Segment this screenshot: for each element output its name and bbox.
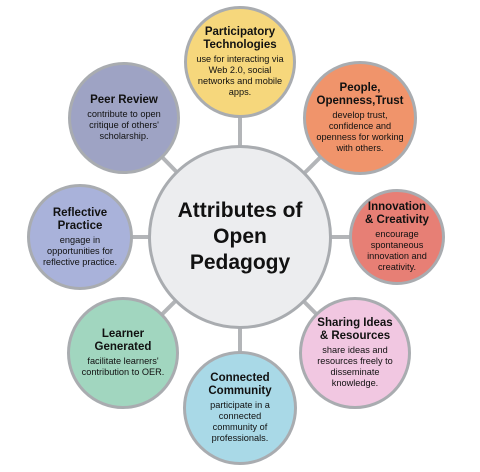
node-description: develop trust, confidence and openness f… <box>316 110 404 153</box>
node-title: Reflective Practice <box>52 206 108 232</box>
node-innovation-creativity: Innovation & Creativity encourage sponta… <box>349 189 445 285</box>
node-description: encourage spontaneous innovation and cre… <box>367 229 427 272</box>
center-circle: Attributes of Open Pedagogy <box>148 145 332 329</box>
node-description: use for interacting via Web 2.0, social … <box>196 54 284 97</box>
node-title: Innovation & Creativity <box>365 201 429 226</box>
node-sharing-ideas-resources: Sharing Ideas & Resources share ideas an… <box>299 297 411 409</box>
node-reflective-practice: Reflective Practice engage in opportunit… <box>27 184 133 290</box>
node-description: share ideas and resources freely to diss… <box>317 345 393 388</box>
node-description: contribute to open critique of others' s… <box>87 109 161 141</box>
node-title: Peer Review <box>90 94 158 106</box>
node-title: People, Openness,Trust <box>316 82 404 107</box>
node-title: Learner Generated <box>94 328 152 353</box>
center-title: Attributes of Open Pedagogy <box>177 199 303 274</box>
node-people-openness-trust: People, Openness,Trust develop trust, co… <box>303 61 417 175</box>
node-learner-generated: Learner Generated facilitate learners' c… <box>67 297 179 409</box>
node-title: Connected Community <box>208 372 272 397</box>
node-description: facilitate learners' contribution to OER… <box>81 356 165 377</box>
node-description: engage in opportunities for reflective p… <box>42 234 118 267</box>
node-connected-community: Connected Community participate in a con… <box>183 351 297 465</box>
node-peer-review: Peer Review contribute to open critique … <box>68 62 180 174</box>
node-participatory-technologies: Participatory Technologies use for inter… <box>184 6 296 118</box>
node-title: Sharing Ideas & Resources <box>317 317 393 342</box>
node-description: participate in a connected community of … <box>210 400 270 443</box>
node-title: Participatory Technologies <box>203 26 277 51</box>
